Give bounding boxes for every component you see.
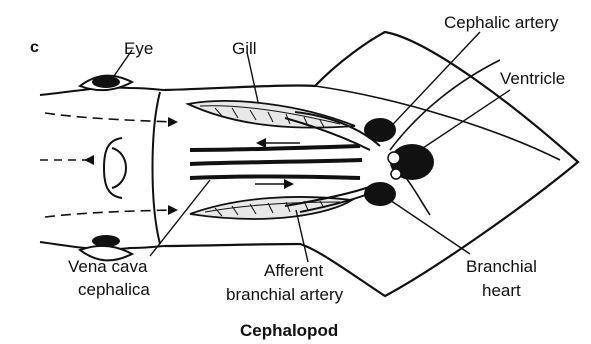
figure-caption: Cephalopod — [240, 321, 338, 340]
label-vena-cava-line1: Vena cava — [68, 257, 148, 276]
branchial-heart-lower — [364, 182, 396, 206]
label-ventricle: Ventricle — [500, 69, 565, 88]
vessels — [190, 60, 500, 215]
panel-letter: c — [30, 39, 39, 56]
label-cephalic-artery: Cephalic artery — [444, 13, 559, 32]
gill-upper — [188, 101, 355, 128]
branchial-heart-upper — [364, 118, 396, 142]
label-vena-cava-line2: cephalica — [78, 280, 150, 299]
mantle-inner-line — [315, 86, 560, 160]
gill-lower — [190, 197, 352, 219]
label-gill: Gill — [232, 39, 257, 58]
flow-arrowheads — [84, 117, 178, 215]
label-eye: Eye — [124, 39, 153, 58]
label-branchial-heart-line2: heart — [482, 281, 521, 300]
label-afferent-line1: Afferent — [264, 261, 324, 280]
label-afferent-line2: branchial artery — [226, 285, 344, 304]
ventricle-shape — [388, 144, 434, 180]
label-branchial-heart-line1: Branchial — [466, 257, 537, 276]
head-region — [40, 88, 175, 250]
